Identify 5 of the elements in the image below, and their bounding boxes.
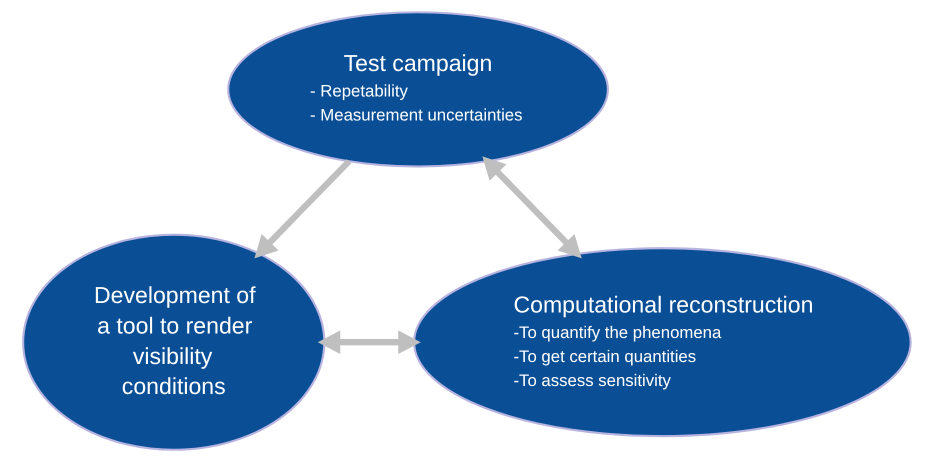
arrow [318, 330, 421, 354]
node-ellipse: Test campaign - Repetability - Measurement uncertainties [227, 11, 609, 168]
arrow [482, 156, 582, 258]
arrow [254, 159, 352, 258]
node-ellipse: Computational reconstruction -To quantify the phenomena -To get certain quantities -To assess sensitivity [413, 247, 912, 438]
